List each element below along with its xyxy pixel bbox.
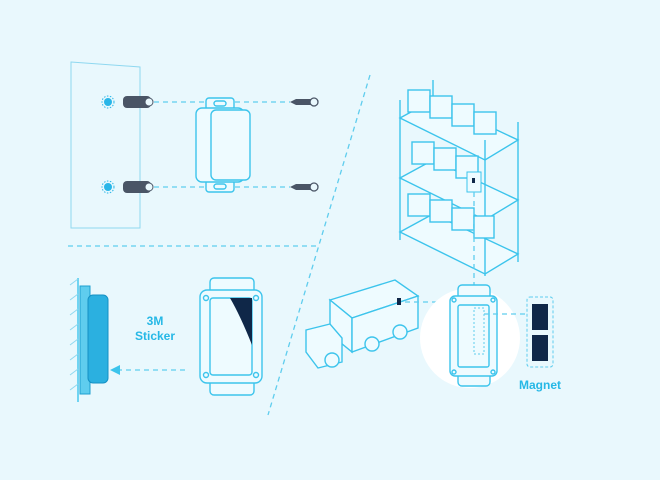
wall-anchor-icon: [101, 95, 154, 194]
magnet-icon: [526, 296, 554, 368]
truck-icon: [305, 279, 450, 369]
sticker-label-line1: 3M: [147, 314, 164, 328]
tracker-device-icon: [195, 97, 251, 193]
wall-icon: [70, 61, 141, 229]
tracker-device-side-icon: [79, 285, 109, 395]
sticker-label-line2: Sticker: [135, 329, 175, 343]
tracker-device-icon: [199, 277, 263, 396]
tracker-device-icon: [449, 284, 498, 387]
magnet-label: Magnet: [519, 378, 561, 392]
magnet-mount-panel: Magnet: [420, 284, 561, 392]
shelf-icon: [398, 80, 520, 286]
screw-icon: [290, 97, 319, 192]
arrow-left-icon: [110, 365, 120, 375]
sticker-mount-panel: 3M Sticker: [69, 277, 263, 402]
screw-mount-panel: [70, 61, 319, 229]
sticker-icon: [230, 298, 252, 345]
